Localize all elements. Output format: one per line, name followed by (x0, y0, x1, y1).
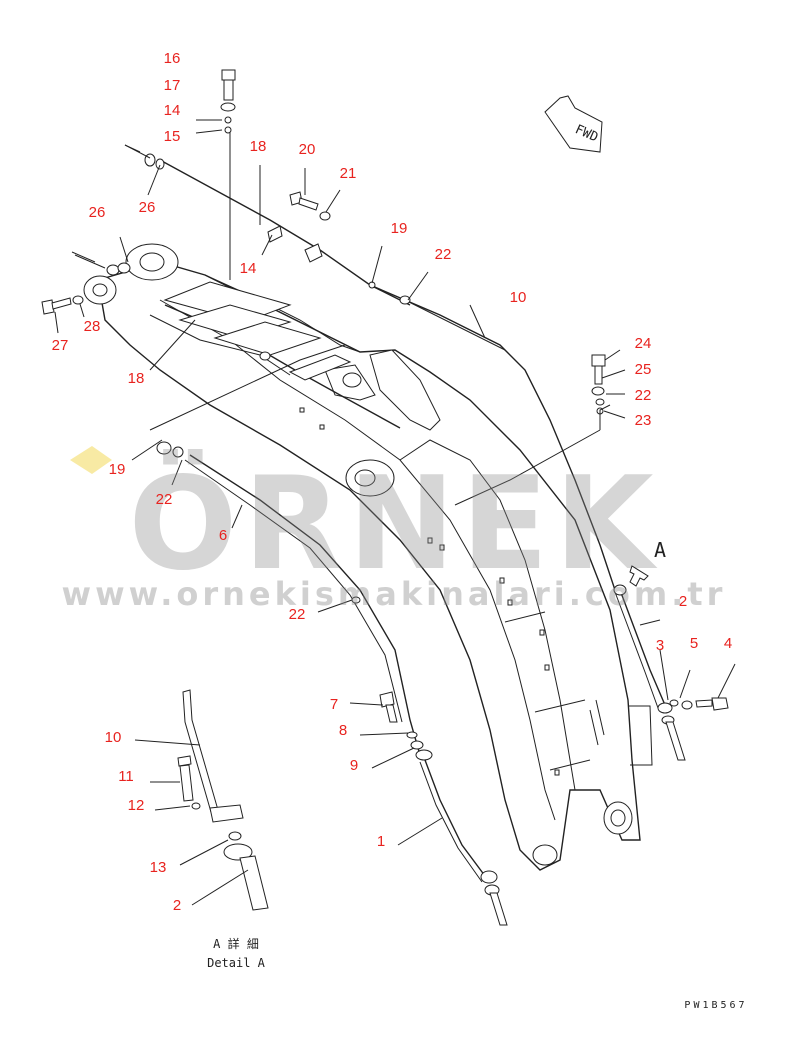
fasteners (41, 69, 729, 750)
callout-22-mid[interactable]: 22 (289, 606, 306, 623)
callout-21[interactable]: 21 (340, 165, 357, 182)
detail-a-title: A 詳 細 (213, 936, 259, 951)
callout-1[interactable]: 1 (377, 833, 385, 850)
callouts: 16 17 14 15 18 20 21 26 26 14 19 22 10 2… (52, 50, 733, 914)
callout-15[interactable]: 15 (164, 128, 181, 145)
callout-26-lower[interactable]: 26 (89, 204, 106, 221)
callout-14-lower[interactable]: 14 (240, 260, 257, 277)
callout-27[interactable]: 27 (52, 337, 69, 354)
callout-19-upper[interactable]: 19 (391, 220, 408, 237)
callout-7[interactable]: 7 (330, 696, 338, 713)
callout-19-lower[interactable]: 19 (109, 461, 126, 478)
callout-18[interactable]: 18 (250, 138, 267, 155)
detail-a-marker: A (654, 538, 666, 562)
callout-17[interactable]: 17 (164, 77, 181, 94)
callout-22-left[interactable]: 22 (156, 491, 173, 508)
callout-5[interactable]: 5 (690, 635, 698, 652)
callout-22-right[interactable]: 22 (635, 387, 652, 404)
hydraulic-lines (149, 281, 686, 926)
callout-11[interactable]: 11 (118, 768, 134, 785)
callout-2-detail[interactable]: 2 (173, 897, 181, 914)
detail-a-inset (177, 689, 269, 911)
callout-3[interactable]: 3 (656, 637, 664, 654)
watermark-brand: ÖRNEK (128, 449, 659, 599)
callout-2-right[interactable]: 2 (679, 593, 687, 610)
callout-12[interactable]: 12 (128, 797, 145, 814)
callout-16[interactable]: 16 (164, 50, 181, 67)
callout-10-detail[interactable]: 10 (105, 729, 122, 746)
callout-24[interactable]: 24 (635, 335, 652, 352)
watermark-url: www.ornekismakinalari.com.tr (62, 575, 727, 613)
callout-28[interactable]: 28 (84, 318, 101, 335)
callout-18-lower[interactable]: 18 (128, 370, 145, 387)
drawing-code: PW1B567 (684, 1000, 747, 1011)
callout-9[interactable]: 9 (350, 757, 358, 774)
leader-lines (54, 119, 736, 906)
callout-13[interactable]: 13 (150, 859, 167, 876)
boom-body (83, 243, 641, 871)
forward-direction-arrow: FWD (544, 95, 603, 153)
callout-10-upper[interactable]: 10 (510, 289, 527, 306)
detail-a-pointer-icon (629, 565, 649, 587)
callout-8[interactable]: 8 (339, 722, 347, 739)
callout-23[interactable]: 23 (635, 412, 652, 429)
detail-a-subtitle: Detail A (207, 956, 266, 970)
callout-20[interactable]: 20 (299, 141, 316, 158)
upper-pipe-assembly (74, 130, 411, 429)
callout-6[interactable]: 6 (219, 527, 227, 544)
callout-25[interactable]: 25 (635, 361, 652, 378)
callout-26-upper[interactable]: 26 (139, 199, 156, 216)
watermark: ÖRNEK www.ornekismakinalari.com.tr (62, 446, 727, 613)
callout-4[interactable]: 4 (724, 635, 732, 652)
callout-22-upper[interactable]: 22 (435, 246, 452, 263)
callout-14[interactable]: 14 (164, 102, 181, 119)
